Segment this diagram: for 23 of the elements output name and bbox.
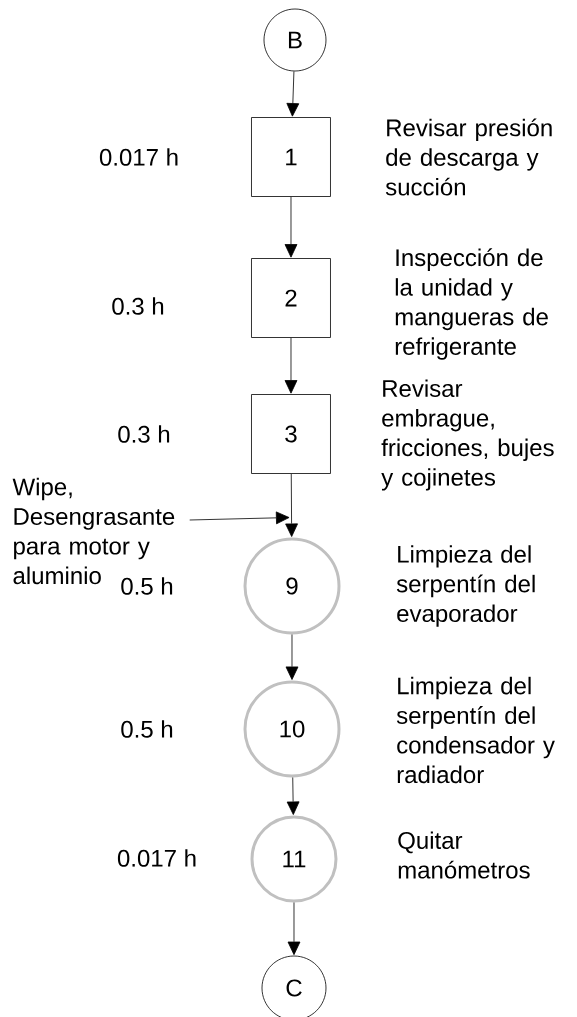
arrow [286,777,300,815]
duration-label: 0.017 h [117,849,196,867]
arrow [287,902,301,956]
duration-label: 0.5 h [121,720,173,738]
duration-label: 0.5 h [121,577,173,595]
duration-label: 0.3 h [118,425,170,443]
inspection-box: 2 [251,258,331,338]
arrow [284,196,298,258]
arrow [189,511,290,525]
inspection-box: 3 [251,394,331,474]
arrow [286,71,300,117]
arrow [285,473,298,537]
step-description: Quitar manómetros [398,831,530,879]
duration-label: 0.3 h [112,297,164,315]
step-description: Limpieza del serpentín del condensador y radiador [396,676,555,784]
duration-label: 0.017 h [99,148,178,166]
step-description: Inspección de la unidad y mangueras de refrigerante [395,248,548,360]
step-description: Revisar presión de descarga y succión [385,118,552,196]
step-description: Revisar embrague, fricciones, bujes y cojinetes [381,379,554,491]
arrow [285,634,299,680]
inspection-box: 1 [251,117,331,197]
arrow [284,337,298,394]
step-description: Limpieza del serpentín del evaporador [396,545,535,627]
